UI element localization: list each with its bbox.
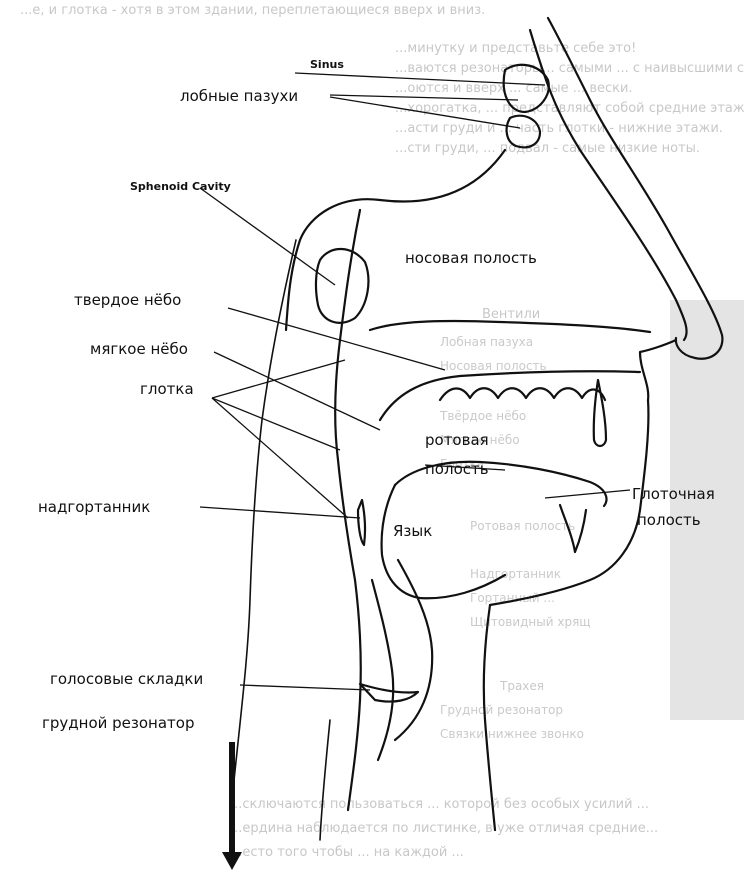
leader-line (214, 352, 380, 430)
bg-text-line: ...сти груди, ... подвал - самые низкие … (395, 141, 700, 156)
cranium-line (286, 150, 505, 330)
bg-column-item: Надгортанник (470, 567, 561, 581)
sphenoid-sinus-shape (316, 249, 368, 323)
label-pharyngeal-cavity-line2: полость (637, 511, 701, 529)
vocal-fold-shape (360, 684, 418, 702)
bg-column-item: Носовая полость (440, 359, 547, 373)
incisor (594, 380, 606, 446)
leader-line (200, 507, 360, 518)
bg-text-line: ...ваются резонаторы... самыми ... с наи… (395, 61, 744, 76)
label-frontal-sinuses: лобные пазухи (180, 87, 298, 105)
leader-line (228, 308, 445, 370)
bg-text-line: ...асти груди и ... часть глотки - нижни… (395, 121, 723, 136)
label-oral-cavity-line1: ротовая (425, 431, 489, 449)
label-nasal-cavity: носовая полость (405, 249, 537, 267)
bg-text-line: ...минутку и представьте себе это! (395, 41, 636, 56)
label-pharynx: глотка (140, 380, 194, 398)
larynx-front (395, 560, 432, 740)
bg-text-line: ...хорогатка, ... представляют собой сре… (395, 101, 744, 116)
nasal-inner-line (530, 30, 687, 340)
bg-column-item: Связки нижнее звонко (440, 727, 584, 741)
grey-panel (670, 300, 744, 720)
label-pharyngeal-cavity-line1: Глоточная (632, 485, 715, 503)
bg-column-item: Грудной резонатор (440, 703, 563, 717)
label-tongue: Язык (393, 522, 432, 540)
labels: Sinus лобные пазухи Sphenoid Cavity носо… (38, 58, 715, 732)
leader-line (212, 398, 340, 450)
bg-column-item: Твёрдое нёбо (439, 409, 526, 423)
larynx-inner (372, 580, 393, 760)
label-sphenoid-cavity: Sphenoid Cavity (130, 180, 231, 193)
label-chest-resonator: грудной резонатор (42, 714, 195, 732)
bg-column-item: Гортанный ... (470, 591, 555, 605)
label-hard-palate: твердое нёбо (74, 291, 181, 309)
leader-line (545, 490, 630, 498)
epiglottis (358, 500, 365, 545)
leader-line (240, 685, 370, 690)
tongue-body (382, 485, 505, 598)
label-sinus: Sinus (310, 58, 344, 71)
bg-text-line: ...есто того чтобы ... на каждой ... (230, 845, 464, 860)
leader-line (212, 398, 348, 518)
label-vocal-folds: голосовые складки (50, 670, 203, 688)
label-soft-palate: мягкое нёбо (90, 340, 188, 358)
bg-text-line: ...сключаются пользоваться ... которой б… (230, 797, 649, 812)
hard-palate (370, 321, 650, 332)
arrow-head-icon (222, 852, 242, 870)
leader-line (212, 360, 345, 398)
bg-column-title: Вентили (482, 307, 540, 322)
bg-text-line: ...ердина наблюдается по листинке, в уже… (230, 821, 658, 836)
leader-line (200, 188, 335, 285)
label-oral-cavity-line2: полость (425, 460, 489, 478)
bg-column-item: Лобная пазуха (440, 335, 533, 349)
label-epiglottis: надгортанник (38, 498, 150, 516)
bg-column-item: Ротовая полость (470, 519, 575, 533)
upper-teeth (440, 388, 605, 400)
bg-column-item: Трахея (499, 679, 544, 693)
bg-text-line: ...е, и глотка - хотя в этом здании, пер… (20, 3, 485, 18)
